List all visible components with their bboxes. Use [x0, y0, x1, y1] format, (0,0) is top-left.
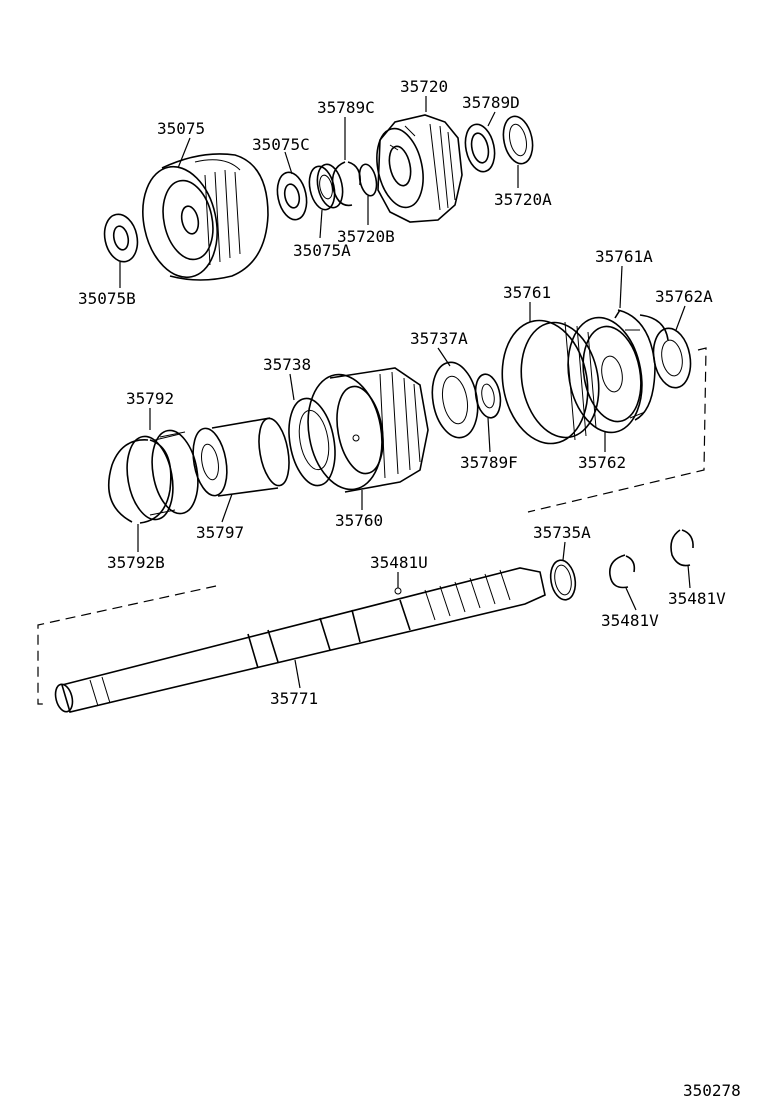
part-35720B-bearing: [358, 163, 378, 197]
label-35075A: 35075A: [293, 241, 351, 260]
part-35761-ring-gear: [501, 319, 600, 445]
label-35789C: 35789C: [317, 98, 375, 117]
part-35720A-bearing: [502, 115, 534, 165]
part-35735A-ring: [549, 559, 577, 601]
label-35792B: 35792B: [107, 553, 165, 572]
label-35481V-right: 35481V: [668, 589, 726, 608]
part-35762A-bearing: [639, 314, 692, 389]
part-35720-carrier: [376, 114, 463, 223]
label-35762: 35762: [578, 453, 626, 472]
part-35797-sleeve: [192, 417, 290, 497]
label-35771: 35771: [270, 689, 318, 708]
part-35075B-washer: [103, 213, 139, 263]
part-35075C-washer: [276, 171, 308, 221]
label-35738: 35738: [263, 355, 311, 374]
label-35075C: 35075C: [252, 135, 310, 154]
figure-id: 350278: [683, 1081, 741, 1100]
label-35792: 35792: [126, 389, 174, 408]
part-35737A-washer: [431, 361, 479, 439]
label-35075: 35075: [157, 119, 205, 138]
label-35761A: 35761A: [595, 247, 653, 266]
alignment-line-right: [527, 347, 707, 513]
part-35792-clutch: [126, 429, 199, 521]
part-35762-carrier: [567, 316, 646, 434]
label-35762A: 35762A: [655, 287, 713, 306]
alignment-line-left: [37, 585, 217, 705]
part-35481V-clip-b: [670, 529, 694, 567]
label-35789F: 35789F: [460, 453, 518, 472]
label-35735A: 35735A: [533, 523, 591, 542]
part-35761A-snap-ring: [614, 309, 656, 421]
label-35481V-left: 35481V: [601, 611, 659, 630]
label-35720: 35720: [400, 77, 448, 96]
part-35075-drum: [142, 153, 269, 281]
label-35797: 35797: [196, 523, 244, 542]
label-35720B: 35720B: [337, 227, 395, 246]
part-35789C-snap-ring: [331, 161, 362, 207]
label-35789D: 35789D: [462, 93, 520, 112]
part-35789D-washer: [464, 123, 496, 173]
part-35771-shaft: [54, 567, 546, 713]
part-35481V-clip-a: [608, 554, 636, 589]
part-35760-gear: [307, 367, 429, 493]
label-35760: 35760: [335, 511, 383, 530]
label-35720A: 35720A: [494, 190, 552, 209]
leader-lines: [119, 96, 691, 689]
label-35481U: 35481U: [370, 553, 428, 572]
label-35761: 35761: [503, 283, 551, 302]
label-35737A: 35737A: [410, 329, 468, 348]
label-35075B: 35075B: [78, 289, 136, 308]
part-35075A-bearing: [308, 163, 344, 211]
part-35789F-washer: [474, 373, 502, 419]
part-35738-bearing: [288, 397, 336, 487]
